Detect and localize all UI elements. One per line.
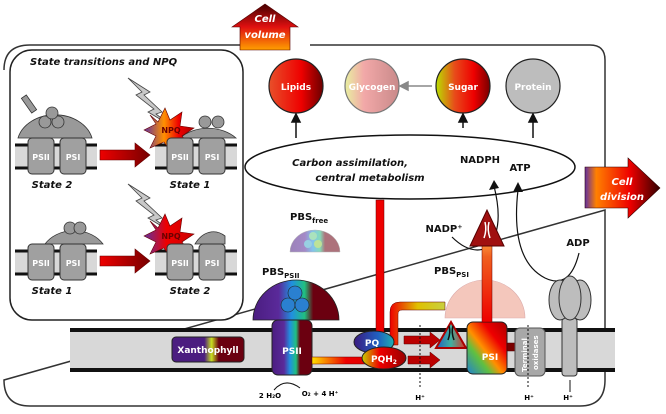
svg-text:Xanthophyll: Xanthophyll — [177, 346, 238, 356]
cell-volume-arrow — [231, 3, 299, 51]
svg-text:PSI: PSI — [66, 259, 81, 268]
atp-label: ATP — [509, 163, 530, 174]
svg-text:PSII: PSII — [282, 347, 302, 357]
xanthophyll-box — [171, 336, 245, 363]
pbs-psii-label: PBSPSII — [262, 267, 300, 280]
svg-text:PQ: PQ — [365, 339, 380, 349]
pqh2-pool — [361, 346, 407, 370]
pbs-grey-1a — [17, 94, 93, 139]
state-row-1: PSII PSI State 2 NPQ PSII PSI State 1 — [15, 77, 238, 191]
oxygen-label: O₂ + 4 H⁺ — [302, 390, 339, 398]
transition-arrow — [99, 142, 151, 168]
svg-text:PSI: PSI — [205, 153, 220, 162]
proton-label: H⁺ — [415, 394, 425, 402]
svg-text:PSII: PSII — [32, 259, 50, 268]
sugar-to-glycogen-arrow — [398, 80, 432, 92]
proton-label: H⁺ — [563, 394, 573, 402]
psi-box — [59, 137, 87, 175]
svg-text:PSI: PSI — [205, 259, 220, 268]
svg-text:oxidases: oxidases — [532, 335, 540, 370]
svg-text:Cell: Cell — [255, 14, 277, 25]
svg-text:NPQ: NPQ — [161, 232, 181, 241]
atp-synthase — [548, 275, 592, 377]
svg-text:PSII: PSII — [32, 153, 50, 162]
svg-text:central metabolism: central metabolism — [315, 173, 424, 184]
psii-complex — [271, 319, 313, 376]
pbs-free-antenna — [289, 229, 341, 253]
metabolism-feed-bar — [375, 199, 385, 346]
svg-text:PQH2: PQH2 — [371, 355, 397, 366]
svg-text:Carbon assimilation,: Carbon assimilation, — [292, 158, 408, 169]
svg-text:Glycogen: Glycogen — [349, 83, 396, 93]
water-label: 2 H₂O — [259, 392, 281, 400]
psi-complex — [466, 321, 508, 375]
pbs-psi-label: PBSPSI — [434, 266, 469, 279]
psii-box — [27, 137, 55, 175]
nadp-label: NADP⁺ — [425, 224, 462, 235]
state-transitions-title: State transitions and NPQ — [30, 57, 178, 68]
svg-text:Protein: Protein — [514, 83, 551, 93]
svg-text:division: division — [600, 192, 644, 203]
cyt-b6f-triangle — [434, 319, 468, 349]
fnr-triangle — [469, 208, 505, 247]
svg-text:PSII: PSII — [171, 259, 189, 268]
svg-text:Cell: Cell — [612, 177, 634, 188]
pbs-psii-antenna — [252, 279, 340, 321]
adp-label: ADP — [566, 238, 589, 249]
svg-text:Lipids: Lipids — [281, 83, 311, 93]
cyclic-flow-bar — [389, 301, 446, 346]
svg-text:PSI: PSI — [66, 153, 81, 162]
nadph-label: NADPH — [460, 155, 500, 166]
proton-label: H⁺ — [524, 394, 534, 402]
svg-text:volume: volume — [244, 30, 285, 41]
psi-up-arrow-shaft — [481, 239, 493, 323]
state-label: State 2 — [32, 180, 73, 191]
svg-text:Sugar: Sugar — [448, 83, 478, 93]
proton-arrows — [419, 325, 571, 392]
state-label: State 2 — [170, 286, 211, 297]
terminal-oxidases — [514, 327, 546, 377]
svg-text:Terminal: Terminal — [521, 338, 529, 372]
svg-text:NPQ: NPQ — [161, 126, 181, 135]
svg-text:PSI: PSI — [482, 353, 498, 363]
state-row-2: PSII PSI State 1 NPQ PSII PSI State 2 — [15, 183, 237, 297]
svg-text:PSII: PSII — [171, 153, 189, 162]
cell-division-arrow — [584, 157, 661, 219]
state-label: State 1 — [170, 180, 211, 191]
cell-boundary — [3, 44, 606, 407]
pbs-free-label: PBSfree — [290, 212, 328, 225]
state-label: State 1 — [32, 286, 73, 297]
